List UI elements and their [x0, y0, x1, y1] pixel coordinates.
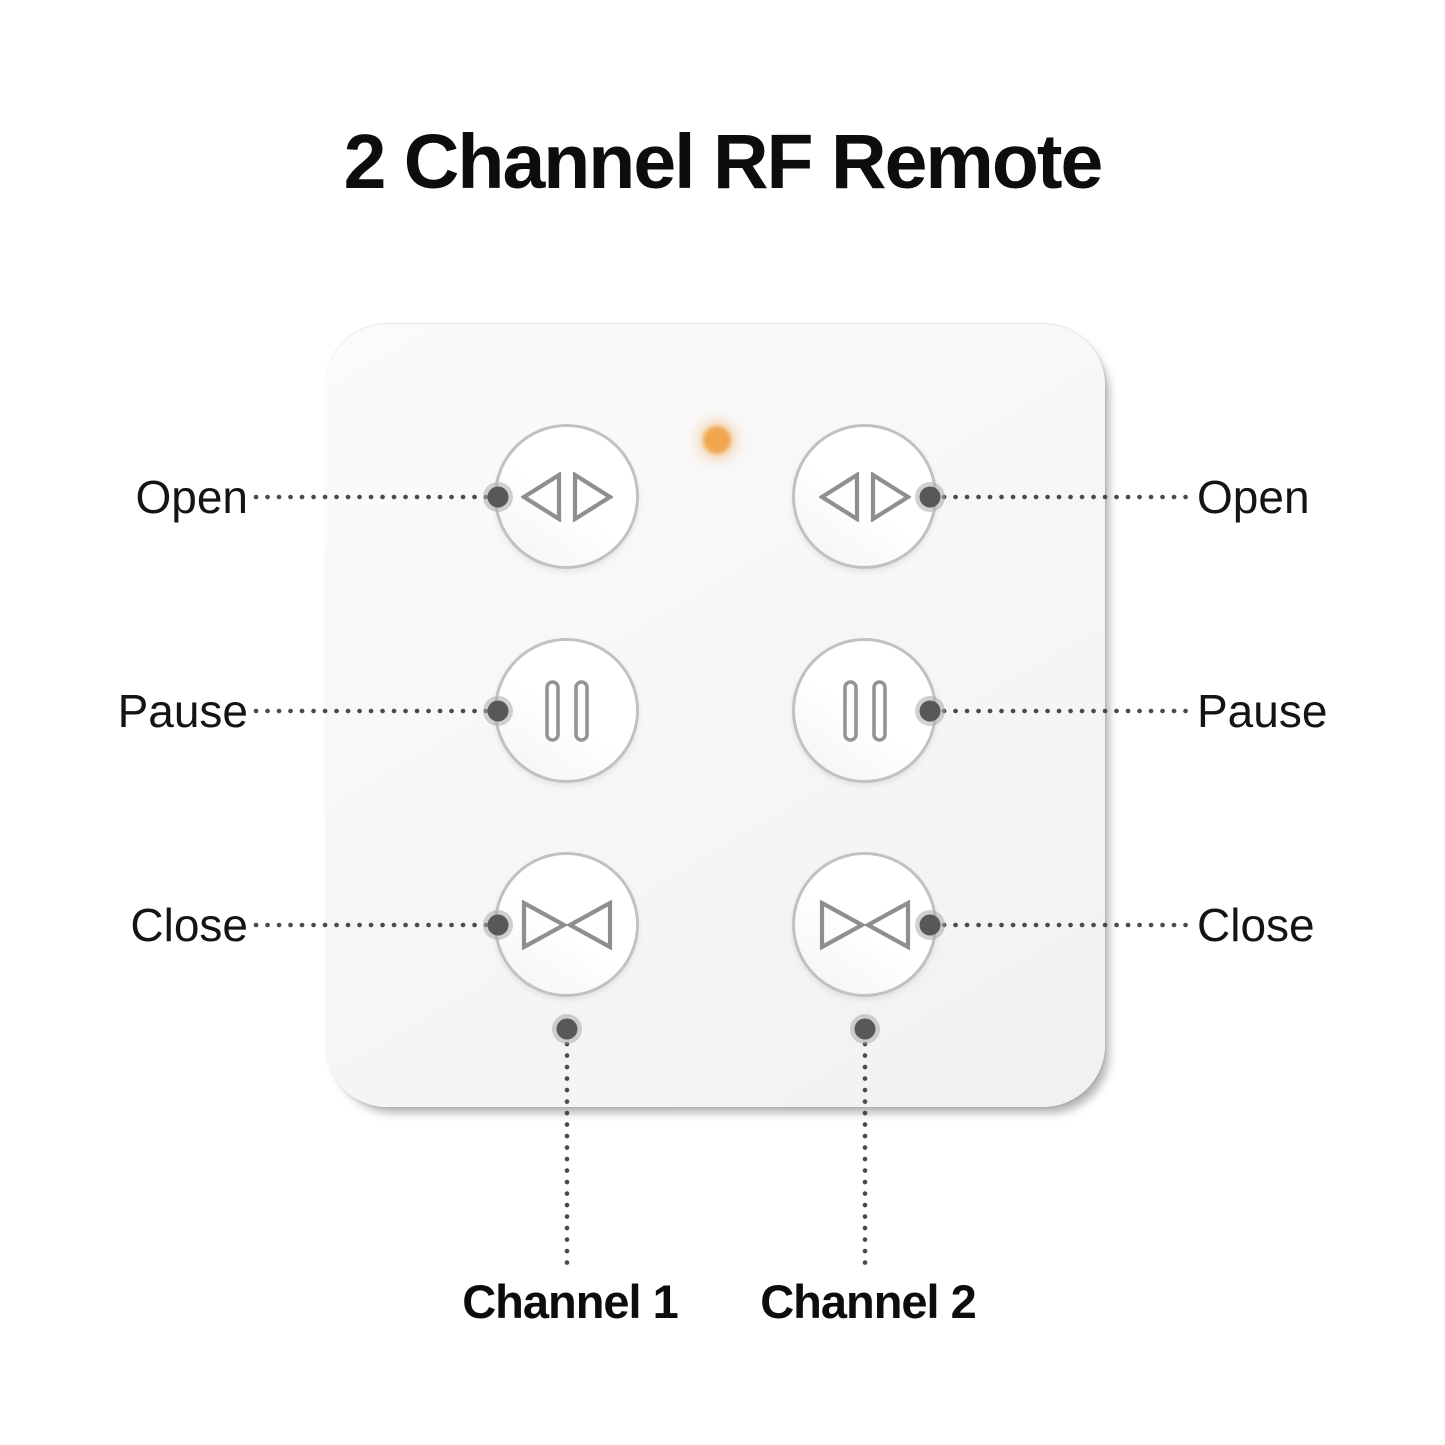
pause-label-left: Pause: [117, 685, 248, 737]
pause-button-channel-1[interactable]: [494, 638, 639, 783]
close-button-channel-2[interactable]: [792, 852, 937, 997]
close-arrows-icon: [521, 899, 612, 950]
open-button-channel-2[interactable]: [792, 424, 937, 569]
open-label-right: Open: [1197, 471, 1310, 523]
close-label-left: Close: [130, 899, 248, 951]
open-arrows-icon: [818, 471, 911, 522]
page-title: 2 Channel RF Remote: [343, 119, 1104, 205]
close-button-channel-1[interactable]: [494, 852, 639, 997]
status-led-icon: [703, 426, 731, 454]
pause-bars-icon: [544, 679, 589, 742]
open-label-left: Open: [135, 471, 248, 523]
open-arrows-icon: [520, 471, 613, 522]
close-arrows-icon: [819, 899, 910, 950]
pause-label-right: Pause: [1197, 685, 1328, 737]
open-button-channel-1[interactable]: [494, 424, 639, 569]
channel-2-label: Channel 2: [760, 1275, 977, 1328]
channel-1-label: Channel 1: [462, 1275, 679, 1328]
pause-button-channel-2[interactable]: [792, 638, 937, 783]
close-label-right: Close: [1197, 899, 1315, 951]
pause-bars-icon: [842, 679, 887, 742]
